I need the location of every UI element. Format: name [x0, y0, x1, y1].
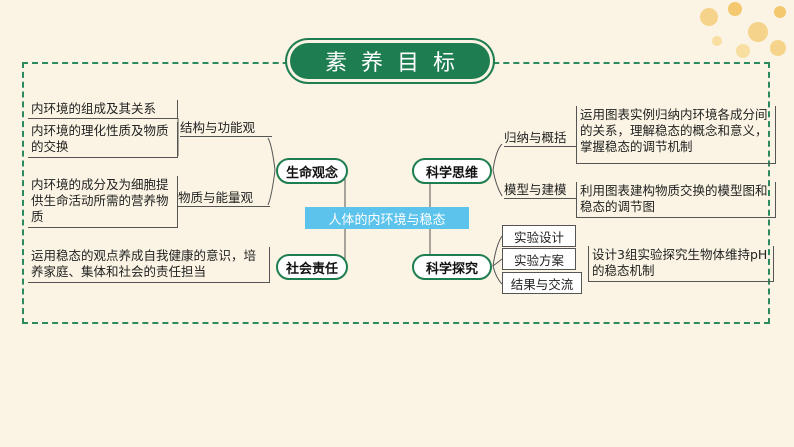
- induction-label: 归纳与概括: [504, 130, 576, 147]
- inquiry-step: 实验方案: [502, 248, 576, 270]
- model-text: 利用图表建构物质交换的模型图和稳态的调节图: [576, 182, 776, 218]
- node-life-concept: 生命观念: [276, 158, 348, 184]
- energy-item: 内环境的成分及为细胞提供生命活动所需的营养物质: [28, 176, 178, 228]
- node-science-thinking: 科学思维: [412, 158, 492, 184]
- page-title: 素养目标: [290, 43, 490, 79]
- flower-decoration: [690, 0, 794, 70]
- node-social-responsibility: 社会责任: [276, 254, 348, 280]
- model-label: 模型与建模: [504, 182, 576, 199]
- inquiry-step: 实验设计: [502, 225, 576, 247]
- plan-text: 设计3组实验探究生物体维持pH的稳态机制: [588, 246, 774, 282]
- node-scientific-inquiry: 科学探究: [412, 254, 492, 280]
- center-topic: 人体的内环境与稳态: [305, 207, 469, 229]
- structure-label: 结构与功能观: [180, 120, 272, 137]
- social-text: 运用稳态的观点养成自我健康的意识，培养家庭、集体和社会的责任担当: [28, 247, 270, 283]
- energy-label: 物质与能量观: [178, 190, 270, 207]
- inquiry-step: 结果与交流: [502, 272, 582, 294]
- structure-item: 内环境的理化性质及物质的交换: [28, 122, 178, 158]
- structure-item: 内环境的组成及其关系: [28, 100, 178, 119]
- induction-text: 运用图表实例归纳内环境各成分间的关系，理解稳态的概念和意义，掌握稳态的调节机制: [576, 106, 776, 164]
